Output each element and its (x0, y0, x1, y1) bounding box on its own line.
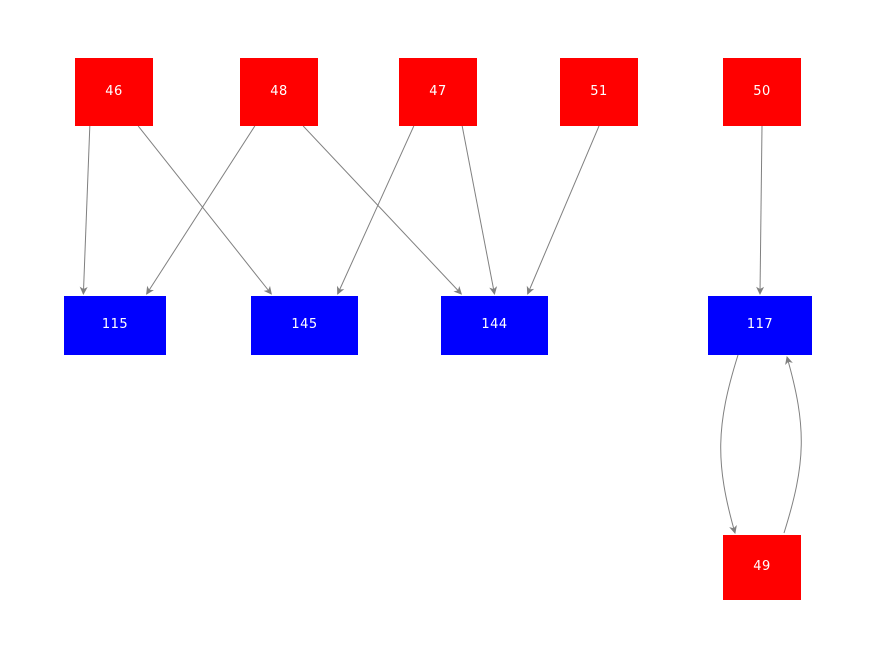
graph-edge (461, 125, 498, 295)
graph-edge (783, 356, 802, 534)
node-label: 144 (481, 317, 508, 332)
graph-node[interactable]: 145 (251, 296, 358, 355)
graph-node[interactable]: 48 (240, 58, 318, 126)
node-label: 49 (753, 559, 771, 574)
graph-edge (526, 125, 600, 295)
graph-edge (336, 125, 415, 295)
graph-node[interactable]: 117 (708, 296, 812, 355)
node-label: 51 (590, 83, 608, 99)
graph-node[interactable]: 50 (723, 58, 801, 126)
graph-node[interactable]: 115 (64, 296, 166, 355)
node-label: 48 (270, 83, 288, 99)
graph-node[interactable]: 46 (75, 58, 153, 126)
node-label: 117 (746, 317, 774, 332)
graph-edge (756, 125, 765, 295)
node-label: 46 (105, 83, 123, 99)
node-label: 115 (101, 317, 129, 332)
graph-node[interactable]: 144 (441, 296, 548, 355)
node-label: 145 (291, 317, 318, 332)
graph-node[interactable]: 51 (560, 58, 638, 126)
node-label: 47 (429, 83, 447, 99)
graph-edge (302, 125, 463, 295)
graph-node[interactable]: 49 (723, 535, 801, 600)
graph-edge (79, 125, 91, 295)
graph-node[interactable]: 47 (399, 58, 477, 126)
graph-edge (720, 354, 739, 534)
graph-edge (146, 125, 256, 295)
node-label: 50 (753, 83, 771, 99)
graph-edge (137, 125, 272, 295)
